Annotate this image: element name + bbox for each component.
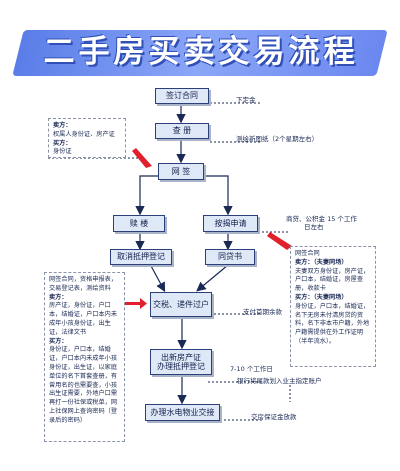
note-loan-seller-label: 卖方：（夫妻同场） [295, 258, 348, 266]
step-handover: 办理水电物业交接 [145, 404, 220, 421]
anno-loan-days-line2: 日左右 [304, 222, 324, 231]
note-check-seller-text: 权属人身份证、房产证 [53, 130, 115, 138]
note-loan-docs: 网签合同 卖方：（夫妻同场） 夫妻双方身份证，房产证，户口本，结婚证，房屋查册，… [290, 246, 376, 367]
note-check-docs: 卖方： 权属人身份证、房产证 买方： 身份证 [48, 118, 126, 158]
step-online-sign: 网 签 [158, 163, 204, 180]
note-loan-buyer-text: 身份证，户口本，结婚证，名下无房未付清房贷的资料，名下非本市户籍，外地户籍需提供… [295, 302, 370, 345]
step-tax-transfer: 交税、递件过户 [150, 292, 212, 317]
step-approval-letter: 同贷书 [205, 249, 255, 265]
step-sign-contract: 签订合同 [155, 88, 209, 104]
red-arrow-tax-head-icon [140, 298, 147, 309]
note-tax-seller-label: 卖方： [49, 293, 68, 301]
red-pointers [124, 148, 292, 309]
red-arrow-check-icon [132, 148, 152, 168]
note-check-buyer-label: 买方： [53, 139, 72, 147]
note-tax-buyer-label: 买方： [49, 337, 68, 345]
note-tax-intro: 网签合同，资格申报表，交易登记表，测绘资料 [49, 276, 118, 292]
anno-workdays: 7-10 个工作日 [230, 365, 273, 373]
anno-bank-release: 银行将尾款划入业主指定账户 [237, 377, 322, 385]
red-arrow-loan-icon [267, 232, 292, 250]
note-tax-buyer-text: 身份证，户口本，结婚证，户口本内未成年小孩身份证，出生证，以家庭单位的名下首套查… [49, 346, 118, 424]
anno-pay-down: 支付首期余款 [243, 308, 282, 316]
step-mortgage-apply: 按揭申请 [203, 215, 258, 232]
arrow-online-to-redeem [135, 175, 158, 216]
note-loan-buyer-label: 买方：（夫妻同场） [295, 293, 348, 301]
arrow-approval-to-tax [196, 264, 229, 292]
note-tax-docs: 网签合同，资格申报表，交易登记表，测绘资料 卖方： 房产证，身份证，户口本，结婚… [44, 272, 125, 442]
step-cancel-mortgage: 取消抵押登记 [110, 249, 172, 265]
step-issue-cert-line2: 办理抵押登记 [157, 362, 205, 371]
step-issue-cert: 出新房产证 办理抵押登记 [150, 349, 212, 375]
step-issue-cert-line1: 出新房产证 [161, 352, 201, 362]
note-tax-seller-text: 房产证，身份证，户口本，结婚证，户口本内未成年小孩身份证，出生证，法律文书 [49, 302, 118, 336]
anno-survey: 测绘新图纸（2个星期左右） [236, 135, 319, 143]
arrow-cancel-to-tax [149, 263, 166, 293]
note-check-seller-label: 卖方： [53, 122, 72, 129]
anno-loan-days-line1: 商贷、公积金 15 个工作 [286, 215, 357, 223]
page-title: 二手房买卖交易流程 [43, 34, 359, 70]
step-check-title: 查 册 [155, 123, 209, 139]
note-check-buyer-text: 身份证 [53, 148, 72, 156]
anno-pay-deposit: 交房保证金放款 [251, 413, 297, 421]
arrow-online-to-apply [204, 175, 233, 216]
red-arrow-tax-icon [124, 302, 140, 305]
step-redemption: 赎 楼 [113, 215, 165, 232]
note-loan-seller-text: 夫妻双方身份证，房产证，户口本，结婚证，房屋查册，收款卡 [295, 267, 370, 293]
anno-loan-days: 商贷、公积金 15 个工作 日左右 [286, 215, 357, 232]
note-loan-title: 网签合同 [295, 250, 320, 257]
anno-deposit: 下定金 [236, 96, 256, 104]
